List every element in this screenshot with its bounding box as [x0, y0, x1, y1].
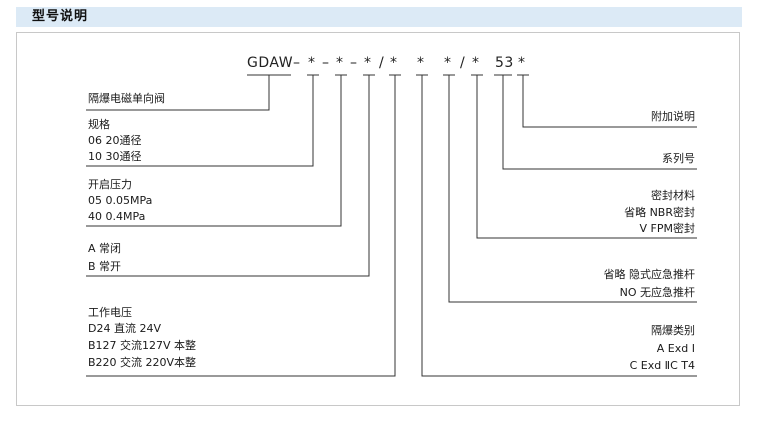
label-product-name: 隔爆电磁单向阀 [88, 92, 165, 105]
code-dash-1: – [293, 55, 301, 71]
connector-note [522, 75, 697, 128]
code-dash-3: – [350, 55, 358, 71]
label-voltage-b220: B220 交流 220V本整 [88, 356, 197, 369]
connector-state [86, 75, 370, 277]
connector-pressure [86, 75, 342, 227]
connector-explosion [421, 75, 697, 377]
section-header-bar [16, 7, 742, 27]
code-pushrod-field: * [444, 55, 452, 71]
label-state-a: A 常闭 [88, 242, 122, 255]
label-explosion-a: A Exd Ⅰ [656, 342, 695, 355]
label-pushrod-hidden: 省略 隐式应急推杆 [603, 268, 696, 281]
label-additional-note: 附加说明 [651, 110, 695, 123]
code-slash-1: / [379, 55, 385, 71]
connector-seal [476, 75, 697, 239]
label-voltage-d24: D24 直流 24V [88, 322, 161, 335]
connector-pushrod [448, 75, 697, 303]
label-pushrod-none: NO 无应急推杆 [619, 286, 695, 299]
section-title: 型号说明 [32, 9, 89, 24]
diagram-frame [16, 32, 740, 406]
connector-voltage [86, 75, 396, 377]
label-explosion-title: 隔爆类别 [651, 324, 695, 337]
code-explosion-field: * [417, 55, 425, 71]
code-voltage-field: * [390, 55, 398, 71]
connector-series [502, 75, 697, 170]
code-dash-2: – [322, 55, 330, 71]
label-explosion-c: C Exd ⅡC T4 [629, 359, 695, 372]
code-pressure-field: * [336, 55, 344, 71]
label-seal-nbr: 省略 NBR密封 [624, 206, 695, 219]
connector-prefix [86, 75, 270, 111]
code-seal-field: * [472, 55, 480, 71]
label-seal-fpm: V FPM密封 [639, 222, 695, 235]
code-note-field: * [518, 55, 526, 71]
label-voltage-title: 工作电压 [88, 306, 132, 319]
label-spec-10: 10 30通径 [88, 150, 142, 163]
label-pressure-40: 40 0.4MPa [88, 210, 146, 223]
label-pressure-05: 05 0.05MPa [88, 194, 153, 207]
label-series-number: 系列号 [662, 152, 695, 165]
label-seal-title: 密封材料 [651, 189, 695, 202]
label-spec-title: 规格 [88, 118, 110, 131]
label-voltage-b127: B127 交流127V 本整 [88, 339, 197, 352]
code-series-number: 53 [495, 55, 514, 71]
code-prefix: GDAW [247, 55, 294, 71]
code-state-field: * [364, 55, 372, 71]
code-spec-field: * [308, 55, 316, 71]
label-pressure-title: 开启压力 [88, 178, 132, 191]
label-spec-06: 06 20通径 [88, 134, 142, 147]
code-slash-2: / [460, 55, 466, 71]
connector-spec [86, 75, 314, 167]
label-state-b: B 常开 [88, 260, 122, 273]
